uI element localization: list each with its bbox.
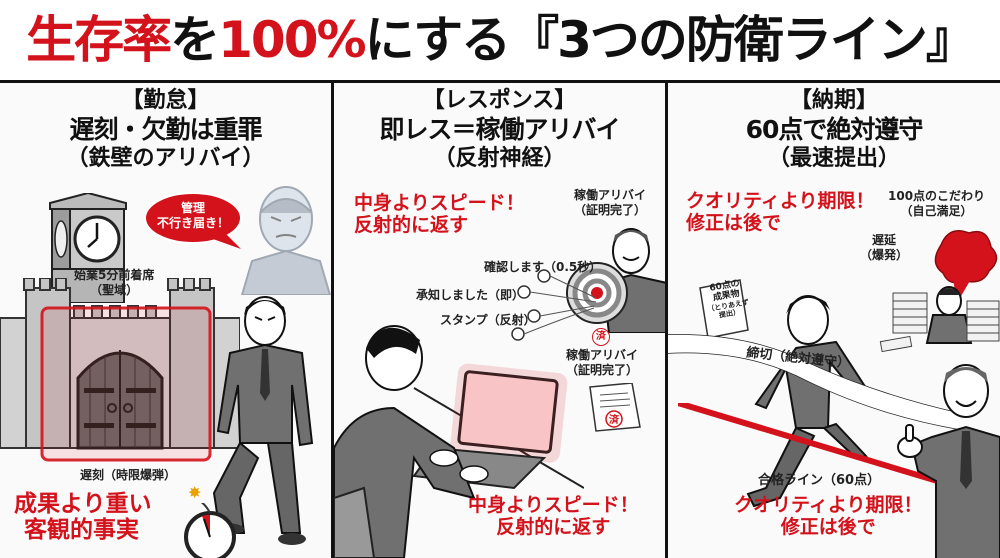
panel-response: 【レスポンス】 即レス＝稼働アリバイ （反射神経） 中身よりスピード！ 反射的に… bbox=[334, 83, 668, 558]
bottom-slogan: 中身よりスピード！ 反射的に返す bbox=[468, 494, 639, 539]
label-line: （爆発） bbox=[860, 248, 909, 262]
pass-line-icon bbox=[678, 403, 948, 493]
slogan-line: 修正は後で bbox=[780, 515, 876, 538]
paper-stacks-icon bbox=[853, 223, 1000, 353]
spark-icon: ✸ bbox=[188, 483, 202, 502]
svg-text:済: 済 bbox=[609, 413, 620, 426]
panel-heading: 【納期】 60点で絶対遵守 （最速提出） bbox=[668, 87, 1000, 173]
pass-line-label: 合格ライン（60点） bbox=[758, 473, 881, 488]
label-line: （証明完了） bbox=[574, 203, 647, 217]
castle-gate-icon bbox=[0, 278, 240, 478]
label-line: 遅延 bbox=[872, 233, 897, 247]
bomb-label: 遅刻（時限爆弾） bbox=[80, 468, 177, 482]
panel-title: 【レスポンス】 bbox=[422, 88, 577, 113]
bottom-slogan: クオリティより期限！ 修正は後で bbox=[734, 494, 923, 539]
panel-deadline: 【納期】 60点で絶対遵守 （最速提出） クオリティより期限！ 修正は後で 10… bbox=[668, 83, 1000, 558]
stopwatch-bomb-icon bbox=[180, 503, 240, 558]
label-line: 始業5分前着席 bbox=[74, 268, 155, 282]
label-line: 100点のこだわり bbox=[888, 189, 986, 203]
slogan-line: 中身よりスピード！ bbox=[468, 494, 639, 516]
label-line: （自己満足） bbox=[900, 204, 973, 218]
angry-manager-icon bbox=[238, 185, 331, 295]
reply-label-2: 承知しました（即） bbox=[416, 288, 525, 302]
slogan-line: クオリティより期限！ bbox=[734, 494, 923, 516]
alibi-label-top: 稼働アリバイ （証明完了） bbox=[574, 188, 646, 218]
perfectionism-label: 100点のこだわり （自己満足） bbox=[888, 189, 985, 219]
panel-subtitle: 遅刻・欠勤は重罪 bbox=[69, 115, 262, 144]
stamp-badge: 済 bbox=[592, 328, 610, 346]
reply-label-3: スタンプ（反射） bbox=[440, 313, 536, 327]
panel-heading: 【勤怠】 遅刻・欠勤は重罪 （鉄壁のアリバイ） bbox=[0, 87, 331, 173]
panel-title: 【勤怠】 bbox=[121, 88, 210, 113]
reply-label-1: 確認します（0.5秒） bbox=[484, 260, 602, 274]
slogan-line: 成果より重い bbox=[14, 491, 152, 517]
slogan: 成果より重い 客観的事実 bbox=[14, 491, 152, 544]
slogan-line: 反射的に返す bbox=[354, 213, 469, 236]
thumbs-up-boss-icon bbox=[896, 351, 1000, 558]
speech-line-2: 不行き届き！ bbox=[156, 216, 229, 230]
slogan-line: 修正は後で bbox=[686, 211, 782, 234]
panel-attendance: 【勤怠】 遅刻・欠勤は重罪 （鉄壁のアリバイ） bbox=[0, 83, 334, 558]
typing-man-icon bbox=[334, 298, 584, 558]
document-label: 60点の 成果物 （とりあえず 提出） bbox=[703, 278, 751, 322]
finish-tape-icon bbox=[668, 323, 1000, 443]
panel-title: 【納期】 bbox=[789, 88, 878, 113]
reply-balls-icon bbox=[484, 268, 604, 358]
top-slogan: 中身よりスピード！ 反射的に返す bbox=[354, 192, 525, 237]
running-man-icon bbox=[696, 258, 886, 508]
title-black-1: を bbox=[170, 11, 220, 69]
panel-caption: （最速提出） bbox=[767, 146, 900, 171]
title-red-1: 生存率 bbox=[26, 11, 172, 69]
label-line: 稼働アリバイ bbox=[566, 348, 639, 362]
speech-bubble: 管理 不行き届き！ bbox=[143, 191, 243, 251]
panel-subtitle: 即レス＝稼働アリバイ bbox=[379, 115, 620, 144]
alibi-label-bottom: 稼働アリバイ （証明完了） bbox=[566, 348, 638, 378]
speech-line-1: 管理 bbox=[180, 201, 205, 215]
label-line: （証明完了） bbox=[566, 363, 639, 377]
panel-caption: （鉄壁のアリバイ） bbox=[66, 146, 265, 171]
slogan-line: 客観的事実 bbox=[24, 517, 139, 544]
top-slogan: クオリティより期限！ 修正は後で bbox=[686, 190, 875, 235]
clock-tower-label: 始業5分前着席 （聖域） bbox=[74, 268, 154, 298]
title-black-2: にする『3つの防衛ライン』 bbox=[364, 11, 976, 69]
label-line: 稼働アリバイ bbox=[574, 188, 647, 202]
document-stamp-icon: 済 bbox=[584, 383, 644, 433]
title-bar: 生存率を100%にする『3つの防衛ライン』 bbox=[0, 0, 1000, 80]
panel-caption: （反射神経） bbox=[433, 146, 566, 171]
slogan-line: 反射的に返す bbox=[496, 515, 611, 538]
slogan-line: クオリティより期限！ bbox=[686, 190, 875, 212]
panels: 【勤怠】 遅刻・欠勤は重罪 （鉄壁のアリバイ） bbox=[0, 83, 1000, 558]
panel-subtitle: 60点で絶対遵守 bbox=[745, 115, 924, 144]
label-line: （聖域） bbox=[90, 283, 139, 297]
page-title: 生存率を100%にする『3つの防衛ライン』 bbox=[26, 15, 976, 65]
title-red-2: 100% bbox=[218, 11, 366, 69]
title-divider bbox=[0, 80, 1000, 83]
target-icon bbox=[559, 223, 665, 333]
slogan-line: 中身よりスピード！ bbox=[354, 192, 525, 214]
delay-label: 遅延 （爆発） bbox=[860, 233, 908, 263]
businessman-icon bbox=[210, 293, 320, 553]
panel-heading: 【レスポンス】 即レス＝稼働アリバイ （反射神経） bbox=[334, 87, 665, 173]
